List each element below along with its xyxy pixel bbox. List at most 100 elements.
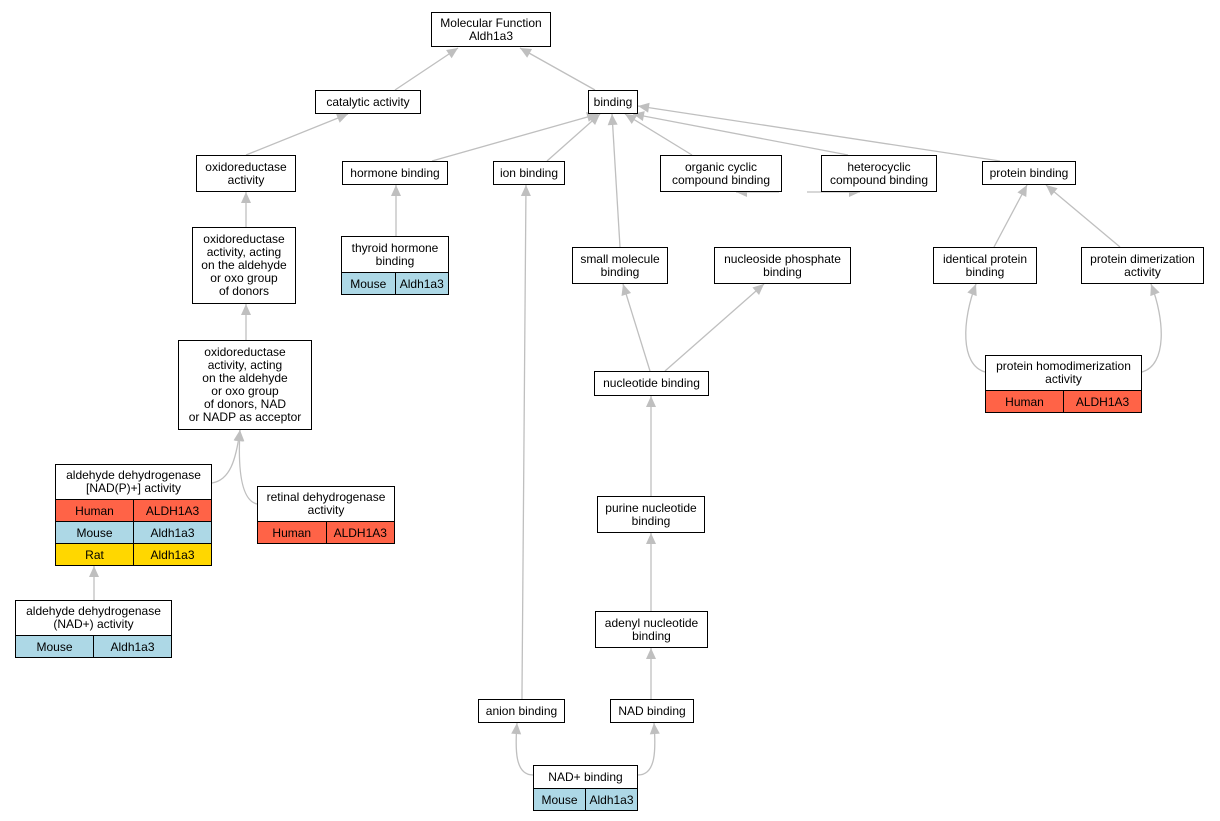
edge-ion-to-binding (546, 113, 601, 162)
edge-arrowhead (1150, 284, 1160, 297)
node-label: thyroid hormone binding (351, 240, 439, 268)
annotation-row: Mouse Aldh1a3 (16, 635, 171, 657)
node-protein-dimerization-activity[interactable]: protein dimerization activity (1081, 247, 1204, 284)
species-cell: Human (986, 391, 1063, 412)
species-cell: Mouse (342, 273, 395, 294)
gene-cell: Aldh1a3 (93, 636, 171, 657)
edge-nucleotide-to-nucphos (664, 283, 765, 372)
edge-arrowhead (646, 533, 656, 544)
edge-arrowhead (607, 114, 618, 126)
edge-hormone-to-binding (431, 113, 599, 162)
edge-arrowhead (446, 48, 458, 59)
edge-protein-to-binding (637, 105, 1001, 162)
node-nad-plus-binding[interactable]: NAD+ binding Mouse Aldh1a3 (533, 765, 638, 811)
node-ion-binding[interactable]: ion binding (493, 161, 565, 185)
edge-arrowhead (520, 48, 533, 58)
edge-homodimer-to-dimer (1141, 283, 1162, 373)
node-nucleotide-binding[interactable]: nucleotide binding (594, 371, 709, 396)
node-label: purine nucleotide binding (605, 500, 697, 528)
node-anion-binding[interactable]: anion binding (478, 699, 565, 723)
edge-arrowhead (241, 192, 251, 203)
node-small-molecule-binding[interactable]: small molecule binding (572, 247, 668, 284)
edge-heterocyclic-to-binding (632, 113, 849, 156)
edge-arrowhead (967, 284, 977, 297)
node-protein-binding[interactable]: protein binding (982, 161, 1076, 185)
species-cell: Human (258, 522, 326, 543)
node-label: identical protein binding (942, 251, 1028, 279)
edge-dimer-to-protein (1045, 184, 1121, 248)
edge-arrowhead (625, 114, 637, 125)
edge-binding-to-mf (519, 47, 596, 91)
gene-cell: ALDH1A3 (1063, 391, 1141, 412)
node-retinal-dehydrogenase-activity[interactable]: retinal dehydrogenase activity Human ALD… (257, 486, 395, 544)
node-protein-homodimerization-activity[interactable]: protein homodimerization activity Human … (985, 355, 1142, 413)
node-label: hormone binding (350, 165, 440, 180)
edge-nucleotide-to-smallmol (622, 283, 651, 372)
node-label: retinal dehydrogenase activity (266, 490, 386, 517)
node-label: ion binding (499, 165, 559, 180)
node-adenyl-nucleotide-binding[interactable]: adenyl nucleotide binding (595, 611, 708, 648)
node-label: protein dimerization activity (1090, 251, 1195, 279)
node-oxidoreductase-activity[interactable]: oxidoreductase activity (196, 155, 296, 192)
gene-cell: Aldh1a3 (394, 273, 448, 294)
edge-arrowhead (1017, 185, 1027, 198)
annotation-row: Rat Aldh1a3 (56, 543, 211, 565)
node-label: NAD+ binding (548, 769, 623, 784)
node-catalytic-activity[interactable]: catalytic activity (315, 90, 421, 114)
node-oxidoreductase-nad-nadp-acceptor[interactable]: oxidoreductase activity, acting on the a… (178, 340, 312, 430)
node-heterocyclic-compound-binding[interactable]: heterocyclic compound binding (821, 155, 937, 192)
edge-oxred-to-catalytic (245, 113, 349, 156)
node-label: protein homodimerization activity (996, 359, 1131, 386)
node-label: aldehyde dehydrogenase [NAD(P)+] activit… (66, 468, 201, 495)
gene-cell: Aldh1a3 (133, 522, 211, 543)
edge-arrowhead (646, 648, 656, 659)
node-thyroid-hormone-binding[interactable]: thyroid hormone binding Mouse Aldh1a3 (341, 236, 449, 295)
node-nad-binding[interactable]: NAD binding (610, 699, 694, 723)
node-label: NAD binding (618, 703, 686, 718)
node-molecular-function[interactable]: Molecular Function Aldh1a3 (431, 12, 551, 47)
node-aldehyde-dehydrogenase-nad-activity[interactable]: aldehyde dehydrogenase (NAD+) activity M… (15, 600, 172, 658)
gene-cell: Aldh1a3 (133, 544, 211, 565)
species-cell: Mouse (16, 636, 93, 657)
node-oxidoreductase-aldehyde-donors[interactable]: oxidoreductase activity, acting on the a… (192, 227, 296, 304)
edge-arrowhead (649, 723, 660, 735)
annotation-row: Human ALDH1A3 (258, 521, 394, 543)
annotation-row: Mouse Aldh1a3 (534, 788, 637, 810)
node-hormone-binding[interactable]: hormone binding (342, 161, 448, 185)
edge-arrowhead (335, 113, 348, 123)
gene-cell: ALDH1A3 (325, 522, 394, 543)
species-cell: Mouse (534, 789, 585, 810)
node-label: anion binding (485, 703, 558, 718)
node-nucleoside-phosphate-binding[interactable]: nucleoside phosphate binding (714, 247, 851, 284)
edge-arrowhead (241, 304, 251, 315)
edge-homodimer-to-identical (965, 283, 986, 373)
edge-organic-to-binding (624, 113, 693, 156)
node-label: organic cyclic compound binding (671, 159, 771, 187)
species-cell: Mouse (56, 522, 133, 543)
node-identical-protein-binding[interactable]: identical protein binding (933, 247, 1037, 284)
node-binding[interactable]: binding (588, 90, 638, 114)
species-cell: Human (56, 500, 133, 521)
species-cell: Rat (56, 544, 133, 565)
node-aldehyde-dehydrogenase-nadp-activity[interactable]: aldehyde dehydrogenase [NAD(P)+] activit… (55, 464, 212, 566)
annotation-row: Human ALDH1A3 (986, 390, 1141, 412)
node-label: oxidoreductase activity (205, 159, 287, 187)
node-organic-cyclic-compound-binding[interactable]: organic cyclic compound binding (660, 155, 782, 192)
node-purine-nucleotide-binding[interactable]: purine nucleotide binding (597, 496, 705, 533)
annotation-row: Human ALDH1A3 (56, 499, 211, 521)
annotation-row: Mouse Aldh1a3 (56, 521, 211, 543)
edge-arrowhead (391, 185, 401, 196)
edge-arrowhead (89, 566, 99, 577)
annotation-row: Mouse Aldh1a3 (342, 272, 448, 294)
node-label: aldehyde dehydrogenase (NAD+) activity (26, 604, 161, 631)
node-label: nucleoside phosphate binding (724, 251, 841, 279)
gene-cell: ALDH1A3 (133, 500, 211, 521)
edge-arrowhead (588, 114, 600, 126)
edge-arrowhead (520, 185, 531, 197)
node-label: heterocyclic compound binding (829, 159, 929, 187)
edge-arrowhead (752, 284, 764, 296)
node-label: nucleotide binding (603, 376, 700, 390)
edge-arrowhead (638, 102, 650, 113)
edge-identical-to-protein (993, 184, 1028, 248)
